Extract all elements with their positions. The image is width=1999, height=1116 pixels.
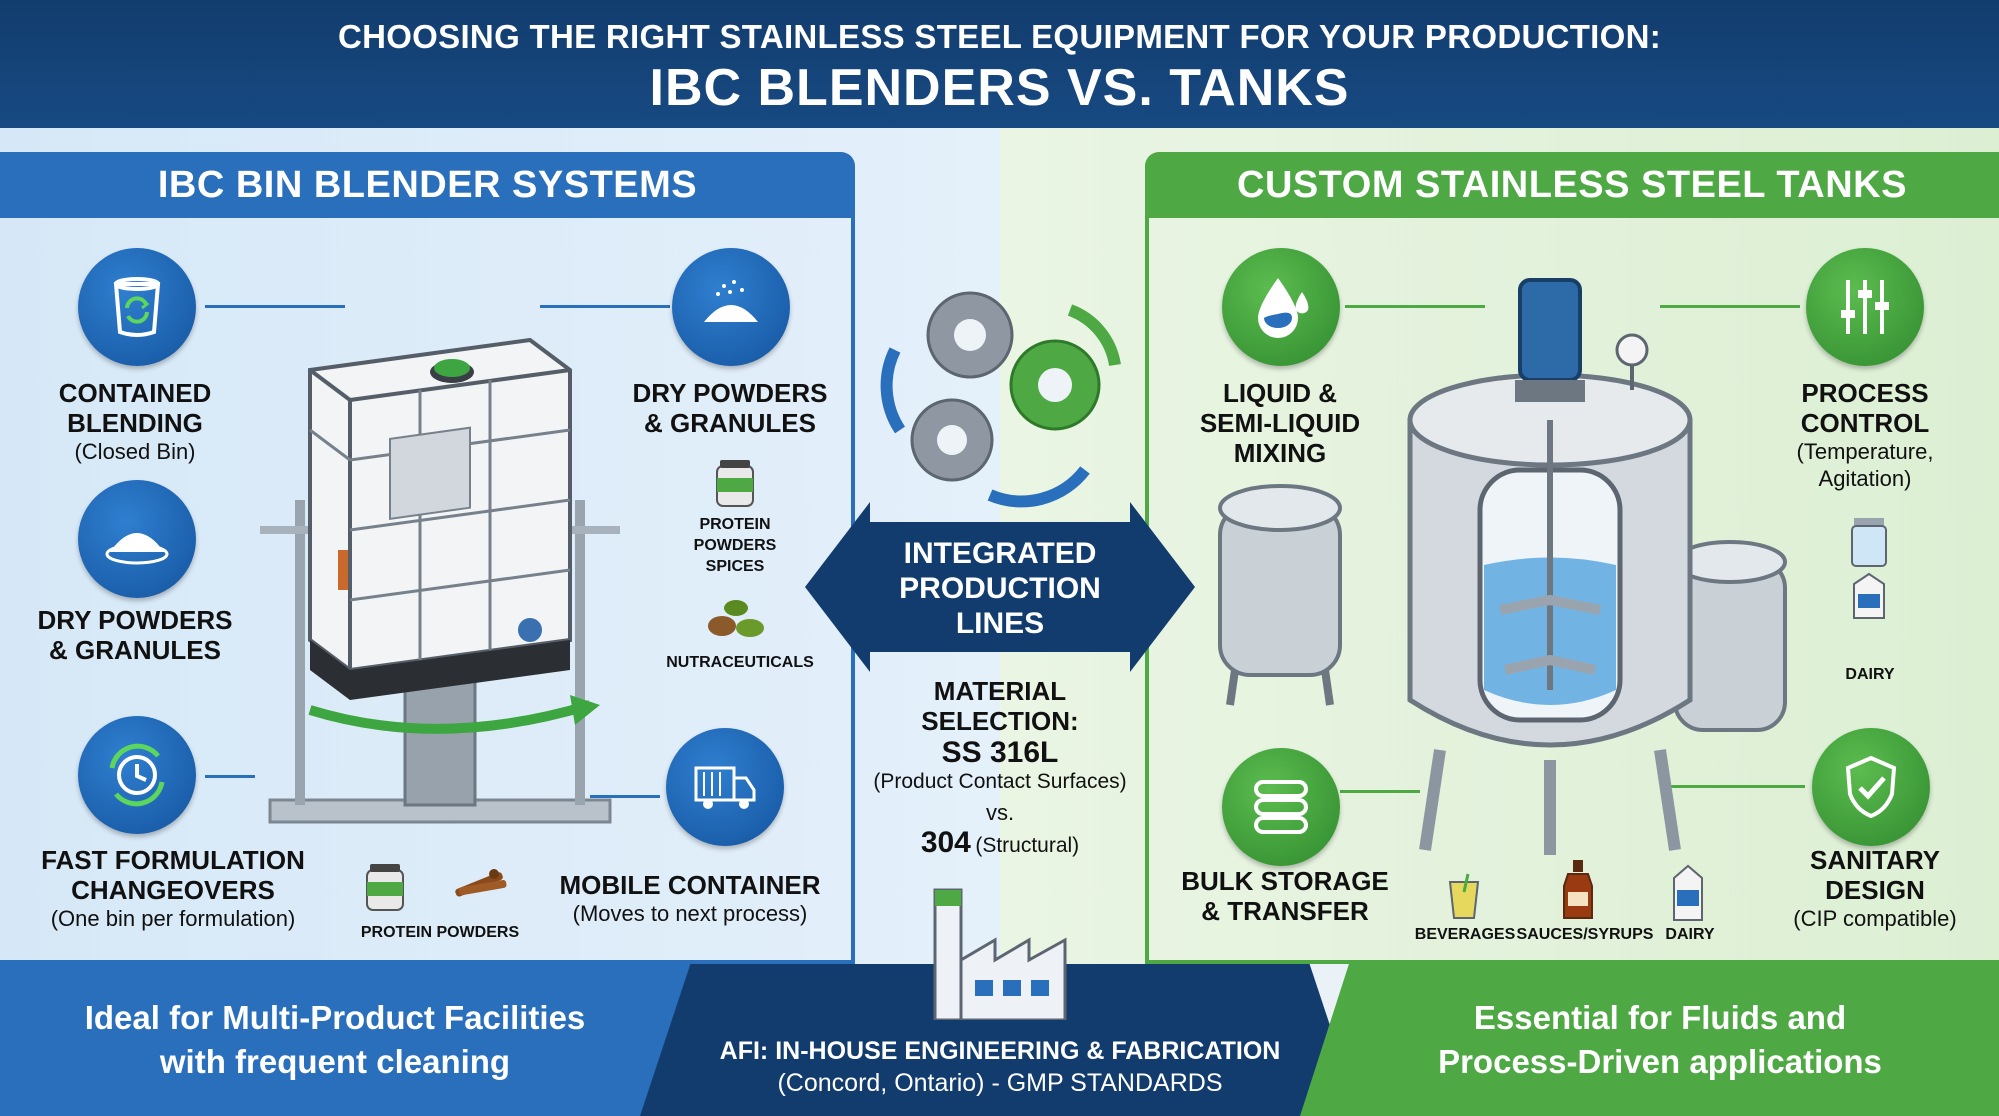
feature-title: SANITARY DESIGN — [1810, 845, 1940, 905]
feature-subtitle: (Moves to next process) — [572, 901, 808, 926]
material-vs: vs. — [985, 800, 1015, 825]
connector-line — [540, 305, 670, 308]
dry-powders-right-label: DRY POWDERS & GRANULES — [615, 378, 845, 438]
connector-line — [1345, 305, 1485, 308]
feature-title: CONTAINED BLENDING — [58, 378, 212, 438]
sanitary-design-label: SANITARY DESIGN (CIP compatible) — [1770, 845, 1980, 932]
cinnamon-sticks-icon — [455, 869, 507, 897]
material-selection-heading: MATERIAL SELECTION: — [921, 676, 1079, 736]
header-banner: CHOOSING THE RIGHT STAINLESS STEEL EQUIP… — [0, 0, 1999, 128]
feature-title: DRY POWDERS & GRANULES — [632, 378, 828, 438]
ibc-blender-illustration — [260, 337, 620, 824]
liquid-mixing-label: LIQUID & SEMI-LIQUID MIXING — [1175, 378, 1385, 468]
material-grade-note: (Product Contact Surfaces) — [873, 770, 1127, 793]
feature-title: DRY POWDERS & GRANULES — [37, 605, 233, 665]
ibc-panel-title: IBC BIN BLENDER SYSTEMS — [0, 152, 855, 218]
footer-center-line2: (Concord, Ontario) - GMP STANDARDS — [777, 1069, 1223, 1097]
feature-subtitle: (One bin per formulation) — [50, 906, 296, 931]
footer-left-banner — [0, 964, 720, 1116]
feature-subtitle: (Closed Bin) — [74, 439, 196, 464]
water-drop-icon — [1258, 278, 1309, 338]
connector-line — [205, 305, 345, 308]
dairy-products-icon — [1851, 518, 1887, 619]
feature-subtitle: (Temperature, Agitation) — [1796, 439, 1934, 491]
feature-title: PROCESS CONTROL — [1800, 378, 1930, 438]
feature-title: LIQUID & SEMI-LIQUID MIXING — [1199, 378, 1361, 468]
protein-jar-icon — [716, 460, 754, 507]
protein-powders-label: PROTEIN POWDERS — [360, 924, 520, 941]
footer-center-line1: AFI: IN-HOUSE ENGINEERING & FABRICATION — [719, 1037, 1281, 1065]
nutraceutical-pills-icon — [708, 600, 764, 637]
integrated-lines-label: INTEGRATED PRODUCTION LINES — [899, 537, 1101, 640]
dry-powders-sparkle-circle — [672, 248, 790, 366]
footer-right-text: Essential for Fluids and Process-Driven … — [1438, 999, 1882, 1080]
material-alt: 304 — [920, 826, 971, 859]
contained-blending-circle — [78, 248, 196, 366]
material-alt-note: (Structural) — [975, 834, 1080, 857]
header-title: IBC BLENDERS VS. TANKS — [649, 59, 1350, 117]
dry-powders-label: DRY POWDERS & GRANULES — [25, 605, 245, 665]
mobile-container-circle — [666, 728, 784, 846]
stainless-tank-illustration — [1218, 278, 1787, 855]
connector-line — [1340, 790, 1420, 793]
bulk-storage-circle — [1222, 748, 1340, 866]
fast-changeover-circle — [78, 716, 196, 834]
powder-sparkle-icon — [704, 280, 758, 322]
bulk-storage-label: BULK STORAGE & TRANSFER — [1170, 866, 1400, 926]
protein-jar-small-icon — [366, 864, 404, 911]
contained-blending-label: CONTAINED BLENDING (Closed Bin) — [25, 378, 245, 465]
connector-line — [590, 795, 660, 798]
milk-carton-icon — [1673, 864, 1703, 921]
integrated-lines-arrow — [805, 502, 1195, 672]
process-control-circle — [1806, 248, 1924, 366]
process-control-label: PROCESS CONTROL (Temperature, Agitation) — [1770, 378, 1960, 492]
footer-left-text: Ideal for Multi-Product Facilities with … — [84, 999, 586, 1080]
sliders-icon — [1841, 280, 1889, 334]
recycle-bin-icon — [113, 277, 161, 337]
dairy-bottom-label: DAIRY — [1665, 926, 1715, 943]
material-alt-row: 304 (Structural) — [850, 826, 1150, 860]
syrup-bottle-icon — [1563, 860, 1593, 919]
dairy-top-label: DAIRY — [1845, 666, 1895, 683]
tank-panel-title: CUSTOM STAINLESS STEEL TANKS — [1145, 152, 1999, 218]
connector-line — [1660, 305, 1800, 308]
nutraceuticals-label: NUTRACEUTICALS — [666, 654, 814, 671]
shield-check-icon — [1845, 755, 1897, 819]
material-grade: SS 316L — [941, 736, 1059, 769]
liquid-mixing-circle — [1222, 248, 1340, 366]
truck-icon — [694, 766, 756, 809]
sanitary-design-circle — [1812, 728, 1930, 846]
gears-icon — [880, 291, 1121, 508]
header-subtitle: CHOOSING THE RIGHT STAINLESS STEEL EQUIP… — [337, 18, 1662, 55]
clock-refresh-icon — [109, 743, 165, 807]
protein-spices-label: PROTEIN POWDERS SPICES — [693, 516, 777, 575]
beverage-glass-icon — [1448, 873, 1480, 919]
stacked-tank-icon — [1254, 780, 1308, 834]
feature-title: BULK STORAGE & TRANSFER — [1181, 866, 1389, 926]
connector-line — [1665, 785, 1805, 788]
footer-right-banner — [1300, 964, 1999, 1116]
feature-subtitle: (CIP compatible) — [1793, 906, 1957, 931]
mobile-container-label: MOBILE CONTAINER (Moves to next process) — [545, 870, 835, 927]
feature-title: FAST FORMULATION CHANGEOVERS — [41, 845, 305, 905]
factory-icon — [933, 888, 1067, 1020]
fast-changeover-label: FAST FORMULATION CHANGEOVERS (One bin pe… — [18, 845, 328, 932]
beverages-label: BEVERAGES — [1414, 926, 1516, 943]
powder-pile-icon — [105, 533, 169, 565]
dry-powders-circle — [78, 480, 196, 598]
sauces-label: SAUCES/SYRUPS — [1516, 926, 1654, 943]
feature-title: MOBILE CONTAINER — [559, 870, 821, 900]
connector-line — [205, 775, 255, 778]
